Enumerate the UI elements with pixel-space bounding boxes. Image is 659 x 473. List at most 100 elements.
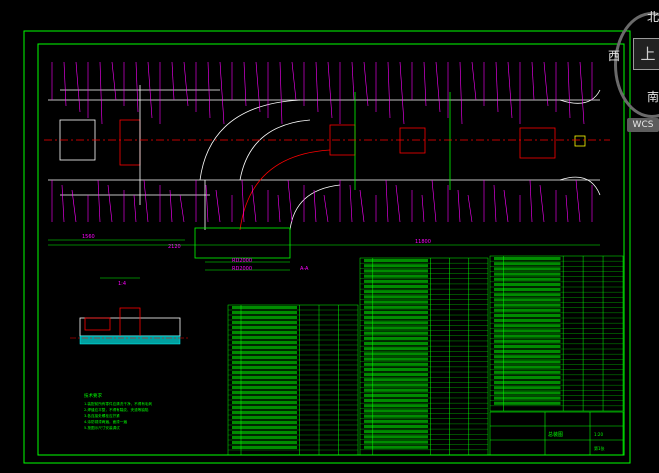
parts-table-row-text: [494, 298, 561, 302]
balloon-leader-top: [183, 61, 189, 107]
parts-table-row-text: [364, 316, 428, 320]
technical-notes: 技术要求 1.装配前所有零件应清洗干净，不得有毛刺 2.焊缝应平整，不得有裂纹、…: [84, 392, 153, 430]
balloon-leader-top: [531, 61, 535, 101]
title-block-scale: 1:20: [594, 432, 603, 437]
parts-table-row-text: [364, 367, 428, 372]
parts-table-row-text: [494, 303, 561, 307]
parts-table-row-text: [232, 431, 297, 434]
balloon-leader-top: [507, 61, 513, 119]
parts-table-row-text: [232, 326, 297, 329]
parts-table-row-text: [494, 319, 561, 323]
parts-table-row-text: [232, 356, 297, 359]
parts-table-row-text: [364, 424, 428, 429]
dim-overall-width: 11800: [415, 239, 431, 245]
parts-table-row-text: [364, 393, 428, 397]
main-assembly-view: [48, 85, 601, 259]
parts-table-row-text: [364, 290, 428, 294]
balloon-leader-bottom: [565, 194, 569, 223]
balloon-leader-top: [75, 61, 81, 113]
balloon-leader-bottom: [215, 189, 221, 223]
parts-table-row-text: [232, 316, 297, 319]
parts-table-row-text: [232, 321, 297, 324]
parts-table-row-text: [232, 361, 297, 364]
balloon-leader-bottom: [467, 194, 473, 223]
parts-table-row-text: [232, 346, 297, 349]
note-2: 2.焊缝应平整，不得有裂纹、夹渣等缺陷: [84, 407, 149, 412]
dim-second: 2120: [168, 244, 181, 250]
balloon-leader-bottom: [179, 194, 185, 223]
detail-title: 1:4: [118, 281, 126, 287]
parts-table-row-text: [494, 355, 561, 359]
balloon-leader-bottom: [323, 194, 329, 223]
parts-table-row-text: [494, 329, 561, 333]
notes-title: 技术要求: [84, 392, 102, 399]
parts-table-row-text: [232, 376, 297, 379]
balloon-leader-top: [315, 61, 319, 113]
balloon-leader-top: [255, 61, 261, 113]
balloon-leader-top: [399, 61, 405, 125]
dim-left: 1560: [82, 234, 95, 240]
balloon-leader-bottom: [575, 179, 581, 223]
parts-table-row-text: [364, 279, 428, 283]
parts-table-row-text: [494, 272, 561, 276]
balloon-leader-top: [219, 61, 225, 125]
balloon-leader-top: [387, 61, 391, 119]
balloon-leader-top: [471, 61, 477, 101]
parts-table-row-text: [232, 351, 297, 354]
compass-south[interactable]: 南: [647, 90, 659, 104]
balloon-leader-top: [279, 61, 283, 125]
parts-table-row-text: [364, 362, 428, 366]
parts-table-row-text: [364, 331, 428, 335]
parts-table-row-text: [494, 324, 561, 328]
balloon-leader-bottom: [205, 184, 209, 223]
parts-table-row-text: [494, 360, 561, 364]
view-cube-top-face[interactable]: 上: [633, 38, 659, 70]
balloon-leader-top: [579, 61, 585, 125]
parts-table-row-text: [494, 381, 561, 385]
balloon-leader-bottom: [71, 189, 77, 223]
parts-table-row-text: [364, 326, 428, 330]
parts-table-row-text: [232, 401, 297, 404]
parts-list-table: [227, 255, 624, 456]
section-label: A-A: [300, 266, 309, 272]
parts-table-row-text: [232, 341, 297, 344]
balloon-leader-top: [543, 61, 549, 107]
compass-north[interactable]: 北: [647, 10, 659, 24]
parts-table-row-text: [494, 375, 561, 379]
parts-table-row-text: [232, 396, 297, 399]
balloon-leader-bottom: [539, 184, 545, 223]
balloon-leader-top: [351, 61, 355, 101]
parts-table-row-text: [232, 426, 297, 429]
parts-table-row-text: [364, 440, 428, 444]
note-1: 1.装配前所有零件应清洗干净，不得有毛刺: [84, 401, 153, 406]
balloon-leader-top: [567, 61, 571, 119]
parts-table-row-text: [364, 373, 428, 377]
balloon-leader-top: [291, 61, 297, 101]
balloon-leader-top: [111, 61, 117, 101]
parts-table-row-text: [364, 321, 428, 325]
parts-table-row-text: [232, 306, 297, 309]
balloon-leader-bottom: [277, 194, 281, 223]
parts-table-row-text: [494, 350, 561, 354]
parts-table-row-text: [364, 409, 428, 413]
parts-table-row-text: [494, 288, 561, 292]
compass-west[interactable]: 西: [608, 49, 621, 63]
note-3: 3.各连接处螺栓应拧紧: [84, 413, 120, 418]
note-5: 5.按图示尺寸安装调试: [84, 425, 120, 430]
parts-table-row-text: [494, 365, 561, 369]
dimension-lines: [48, 239, 600, 271]
parts-table-row-text: [232, 311, 297, 314]
parts-table-row-text: [494, 334, 561, 338]
parts-table-row-text: [364, 414, 428, 418]
view-cube[interactable]: 北 西 南 上: [600, 0, 659, 140]
title-block-name: 总装图: [548, 431, 563, 438]
parts-table-row-text: [364, 404, 428, 408]
wcs-menu-button[interactable]: WCS: [627, 118, 659, 132]
balloon-leader-bottom: [251, 184, 257, 223]
dim-pit-a: RD2000: [232, 258, 252, 264]
parts-table-row-text: [232, 416, 297, 419]
parts-table-row-text: [494, 257, 561, 261]
parts-table-row-text: [364, 419, 428, 423]
balloon-leader-bottom: [169, 189, 173, 223]
